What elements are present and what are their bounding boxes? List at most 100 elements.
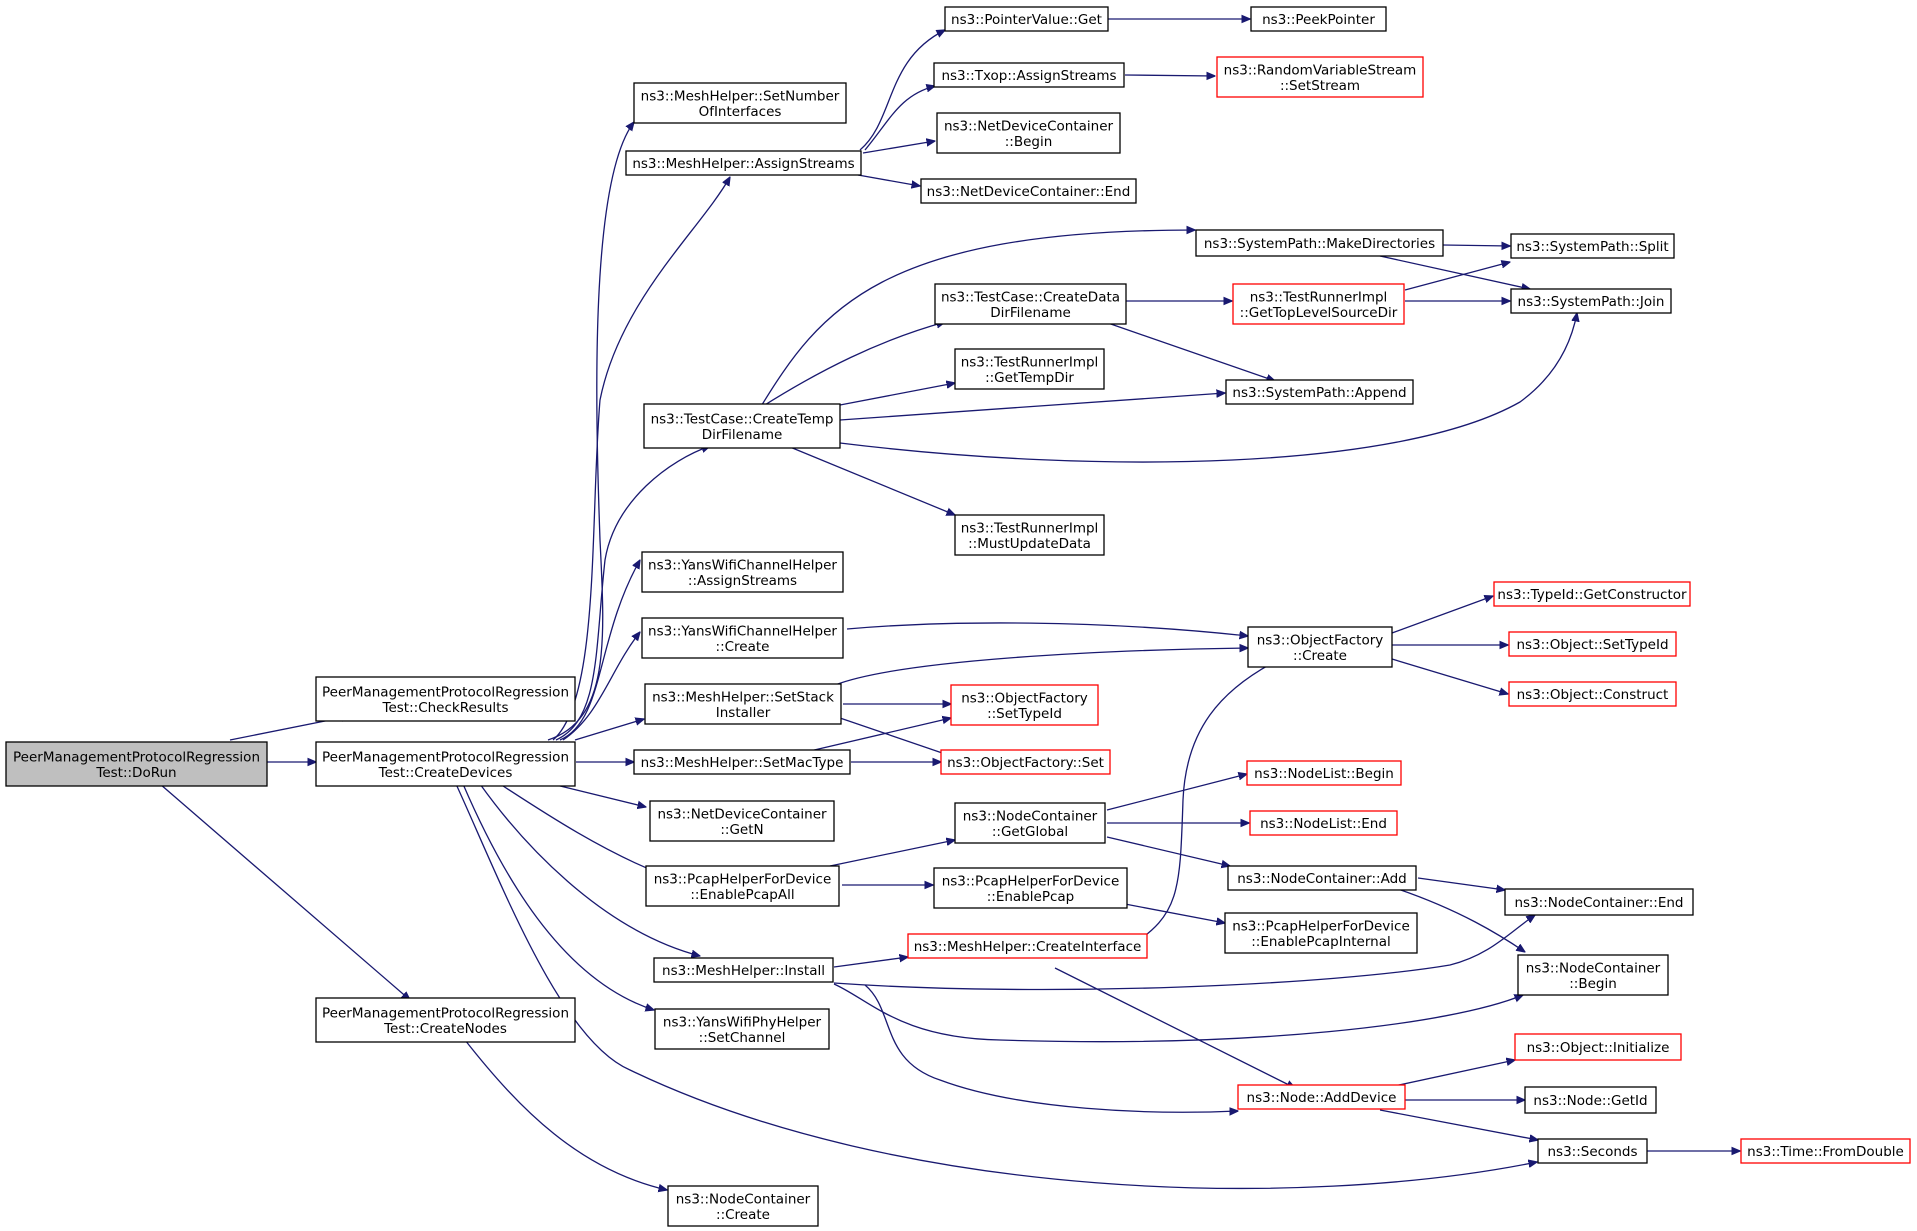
edge-pe-pcapinternal bbox=[1124, 903, 1225, 923]
node-ofsettypeid[interactable]: ns3::ObjectFactory::SetTypeId bbox=[950, 684, 1099, 726]
node-box bbox=[1493, 581, 1691, 607]
node-box bbox=[1246, 760, 1402, 786]
node-nodegetid[interactable]: ns3::Node::GetId bbox=[1524, 1086, 1657, 1114]
node-label-line: ns3::TestCase::CreateData bbox=[941, 289, 1120, 305]
edge-cn-nccreate bbox=[464, 1039, 667, 1190]
node-label-line: ::Create bbox=[716, 1207, 770, 1223]
node-label-line: ns3::ObjectFactory bbox=[1257, 632, 1384, 648]
node-box bbox=[934, 283, 1127, 325]
node-label-line: ns3::Object::SetTypeId bbox=[1516, 637, 1668, 653]
node-label-line: ns3::SystemPath::MakeDirectories bbox=[1204, 236, 1435, 252]
node-label-line: ns3::YansWifiPhyHelper bbox=[663, 1014, 822, 1030]
node-ndcbegin[interactable]: ns3::NetDeviceContainer::Begin bbox=[936, 112, 1121, 154]
node-box bbox=[1227, 865, 1417, 891]
node-box bbox=[654, 1008, 830, 1050]
node-ndcend[interactable]: ns3::NetDeviceContainer::End bbox=[920, 178, 1137, 204]
node-nodecontainercreate[interactable]: ns3::NodeContainer::Create bbox=[667, 1185, 819, 1227]
edge-ma-ndcbegin bbox=[862, 141, 935, 154]
node-getconstructor[interactable]: ns3::TypeId::GetConstructor bbox=[1493, 581, 1691, 607]
node-yanschassign[interactable]: ns3::YansWifiChannelHelper::AssignStream… bbox=[641, 551, 844, 593]
node-box bbox=[1514, 1033, 1682, 1061]
node-label-line: ::EnablePcapAll bbox=[690, 887, 794, 903]
edge-ncadd-ncbegin bbox=[1394, 887, 1525, 952]
node-rvssetstream[interactable]: ns3::RandomVariableStream::SetStream bbox=[1216, 56, 1424, 98]
edge-pa-ncgetglobal bbox=[829, 840, 955, 867]
node-nodelistend[interactable]: ns3::NodeList::End bbox=[1249, 810, 1398, 836]
node-objconstruct[interactable]: ns3::Object::Construct bbox=[1508, 681, 1677, 707]
node-box bbox=[1232, 283, 1405, 325]
edge-md-sysjoin bbox=[1379, 255, 1530, 289]
node-box bbox=[315, 741, 576, 787]
node-checkresults[interactable]: PeerManagementProtocolRegressionTest::Ch… bbox=[315, 676, 576, 722]
node-label-line: ns3::MeshHelper::SetStack bbox=[652, 689, 834, 705]
node-nodeadddevice[interactable]: ns3::Node::AddDevice bbox=[1237, 1084, 1406, 1110]
node-gettempdir[interactable]: ns3::TestRunnerImpl::GetTempDir bbox=[954, 348, 1105, 390]
node-box bbox=[1508, 631, 1677, 657]
node-label-line: ns3::NodeContainer bbox=[963, 808, 1098, 824]
node-gettoplevel[interactable]: ns3::TestRunnerImpl::GetTopLevelSourceDi… bbox=[1232, 283, 1405, 325]
node-box bbox=[1247, 626, 1393, 668]
node-meshinstall[interactable]: ns3::MeshHelper::Install bbox=[653, 957, 834, 983]
edge-txop-rvs bbox=[1124, 75, 1215, 76]
node-box bbox=[645, 865, 840, 907]
node-makedirs[interactable]: ns3::SystemPath::MakeDirectories bbox=[1195, 229, 1444, 257]
node-sysjoin[interactable]: ns3::SystemPath::Join bbox=[1510, 288, 1672, 314]
node-label-line: ::EnablePcap bbox=[987, 889, 1075, 905]
node-label-line: ns3::Object::Construct bbox=[1517, 687, 1669, 703]
node-box bbox=[1195, 229, 1444, 257]
node-ncbegin[interactable]: ns3::NodeContainer::Begin bbox=[1517, 954, 1669, 996]
node-pcapinternal[interactable]: ns3::PcapHelperForDevice::EnablePcapInte… bbox=[1224, 912, 1418, 954]
node-ofcreate[interactable]: ns3::ObjectFactory::Create bbox=[1247, 626, 1393, 668]
node-label-line: Test::DoRun bbox=[95, 765, 176, 781]
node-box bbox=[933, 62, 1125, 88]
node-yanschcreate[interactable]: ns3::YansWifiChannelHelper::Create bbox=[641, 617, 844, 659]
node-label-line: ns3::Node::GetId bbox=[1533, 1093, 1647, 1109]
node-sysappend[interactable]: ns3::SystemPath::Append bbox=[1225, 379, 1414, 405]
edge-cd-yansassign bbox=[559, 560, 640, 741]
node-createdevices[interactable]: PeerManagementProtocolRegressionTest::Cr… bbox=[315, 741, 576, 787]
edge-cd-meshassign bbox=[552, 177, 730, 741]
node-label-line: ns3::Time::FromDouble bbox=[1747, 1144, 1904, 1160]
edge-na-objinit bbox=[1384, 1060, 1515, 1089]
node-meshassignstreams[interactable]: ns3::MeshHelper::AssignStreams bbox=[625, 150, 862, 176]
node-label-line: ns3::NetDeviceContainer bbox=[657, 806, 827, 822]
node-ncend[interactable]: ns3::NodeContainer::End bbox=[1504, 888, 1694, 916]
node-label-line: ns3::NetDeviceContainer::End bbox=[927, 184, 1131, 200]
node-pointervalueget[interactable]: ns3::PointerValue::Get bbox=[944, 6, 1109, 32]
node-txopassign[interactable]: ns3::Txop::AssignStreams bbox=[933, 62, 1125, 88]
node-mustupdatedata[interactable]: ns3::TestRunnerImpl::MustUpdateData bbox=[954, 514, 1105, 556]
node-dorun[interactable]: PeerManagementProtocolRegressionTest::Do… bbox=[5, 741, 268, 787]
node-ncadd[interactable]: ns3::NodeContainer::Add bbox=[1227, 865, 1417, 891]
node-label-line: DirFilename bbox=[990, 305, 1071, 321]
edge-ma-txop bbox=[864, 86, 935, 151]
node-seconds[interactable]: ns3::Seconds bbox=[1537, 1138, 1648, 1164]
node-createnodes[interactable]: PeerManagementProtocolRegressionTest::Cr… bbox=[315, 997, 576, 1043]
node-createiface[interactable]: ns3::MeshHelper::CreateInterface bbox=[907, 933, 1148, 959]
node-peekpointer[interactable]: ns3::PeekPointer bbox=[1250, 6, 1387, 32]
node-label-line: ns3::PcapHelperForDevice bbox=[654, 871, 832, 887]
edge-ych-ofcreate bbox=[846, 622, 1248, 636]
node-label-line: ::Create bbox=[1293, 648, 1347, 664]
node-yansphysetchannel[interactable]: ns3::YansWifiPhyHelper::SetChannel bbox=[654, 1008, 830, 1050]
node-ncgetglobal[interactable]: ns3::NodeContainer::GetGlobal bbox=[954, 802, 1106, 844]
node-fromdouble[interactable]: ns3::Time::FromDouble bbox=[1740, 1138, 1911, 1164]
node-pcapall[interactable]: ns3::PcapHelperForDevice::EnablePcapAll bbox=[645, 865, 840, 907]
node-setmactype[interactable]: ns3::MeshHelper::SetMacType bbox=[633, 749, 851, 775]
node-ndcgetn[interactable]: ns3::NetDeviceContainer::GetN bbox=[649, 800, 835, 842]
node-pcapenable[interactable]: ns3::PcapHelperForDevice::EnablePcap bbox=[933, 867, 1128, 909]
node-box bbox=[1508, 681, 1677, 707]
node-nodelistbegin[interactable]: ns3::NodeList::Begin bbox=[1246, 760, 1402, 786]
node-objsettypeid[interactable]: ns3::Object::SetTypeId bbox=[1508, 631, 1677, 657]
node-syssplit[interactable]: ns3::SystemPath::Split bbox=[1510, 233, 1675, 259]
node-label-line: ::Begin bbox=[1005, 134, 1053, 150]
node-box bbox=[940, 749, 1111, 775]
node-label-line: ::SetChannel bbox=[699, 1030, 786, 1046]
node-objinit[interactable]: ns3::Object::Initialize bbox=[1514, 1033, 1682, 1061]
node-box bbox=[954, 514, 1105, 556]
node-box bbox=[641, 551, 844, 593]
node-ofset[interactable]: ns3::ObjectFactory::Set bbox=[940, 749, 1111, 775]
